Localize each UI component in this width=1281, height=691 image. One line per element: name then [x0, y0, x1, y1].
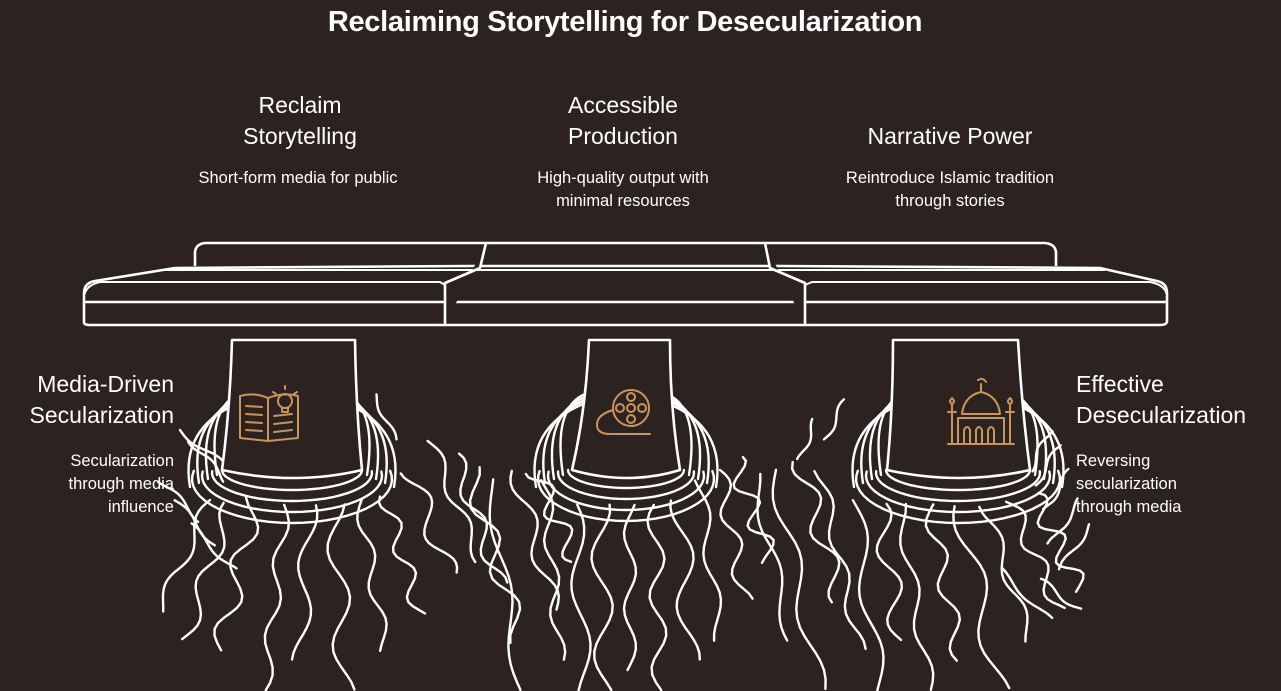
water-strand — [813, 470, 867, 650]
water-strand — [356, 498, 388, 652]
water-strand — [669, 499, 701, 661]
water-ripple — [1046, 497, 1079, 545]
right-heading: Effective Desecularization — [1076, 371, 1247, 428]
water-strand — [539, 479, 567, 661]
bridge-pillars — [220, 338, 1032, 480]
water-strand — [488, 478, 522, 691]
water-ripple — [375, 393, 398, 441]
pillar-ripples — [187, 393, 1065, 525]
ripple-curl — [542, 399, 585, 485]
ripple-ring — [220, 468, 364, 492]
ripple-ring — [884, 468, 1032, 492]
ripple-curl — [667, 402, 719, 489]
ripple-ring — [190, 469, 394, 525]
water-strand — [851, 499, 885, 691]
water-ripple — [822, 398, 846, 441]
ripple-curl — [550, 396, 585, 481]
water-ripple — [1057, 523, 1091, 571]
ripple-curl — [559, 393, 585, 477]
water-strand — [263, 503, 291, 691]
water-strand — [875, 502, 904, 642]
water-strand — [213, 496, 260, 652]
water-ripple — [1034, 444, 1062, 487]
water-strand — [646, 503, 668, 691]
pillar-right — [885, 338, 1032, 480]
water-strand — [978, 505, 1029, 643]
water-strand — [622, 503, 638, 672]
water-strand — [771, 468, 827, 691]
water-strand — [326, 503, 356, 691]
water-strand — [1004, 500, 1066, 610]
water-strand — [570, 503, 592, 691]
ripple-ring — [556, 470, 696, 501]
ripple-curl — [187, 402, 239, 489]
water-ripple — [190, 522, 238, 570]
bridge-deck — [82, 241, 1169, 327]
ripple-ring — [874, 470, 1042, 503]
ripple-ring — [566, 468, 686, 490]
ripple-ring — [854, 469, 1062, 525]
water-ripple — [1000, 566, 1054, 620]
water-ripple — [186, 440, 225, 483]
ripple-ring — [864, 470, 1052, 514]
ripple-curl — [1013, 399, 1056, 485]
deck-slab — [82, 264, 1169, 327]
ripple-curl — [1013, 402, 1065, 489]
water-strand — [590, 503, 614, 691]
ripple-curl — [667, 393, 693, 477]
water-strand — [509, 469, 561, 611]
water-strand — [457, 452, 509, 584]
water-strand — [756, 472, 789, 642]
page-title: Reclaiming Storytelling for Deseculariza… — [327, 6, 923, 38]
water-strand — [426, 439, 477, 564]
water-strand — [952, 505, 1011, 690]
film-reel-icon — [595, 389, 651, 435]
book-lightbulb-icon — [239, 385, 299, 442]
water-strand — [1036, 492, 1085, 593]
water-strand — [524, 472, 574, 563]
water-strand — [377, 495, 427, 615]
water-strand — [161, 498, 212, 613]
ripple-curl — [533, 402, 585, 489]
water-ripple — [1039, 577, 1083, 610]
pillar-desc-reclaim: Short-form media for public — [198, 169, 398, 187]
pillar-left — [220, 338, 364, 480]
pillar-desc-accessible: High-quality output with minimal resourc… — [537, 169, 709, 210]
pillar-heading-reclaim: Reclaim Storytelling — [243, 92, 357, 149]
pillar-center — [570, 338, 682, 480]
water-strand — [399, 472, 459, 574]
ripple-curl — [667, 399, 710, 485]
water-strand — [181, 501, 226, 641]
ripple-ring — [536, 469, 716, 523]
mosque-icon — [947, 377, 1015, 445]
water-strand — [924, 503, 962, 662]
deck-top-rail — [193, 241, 1058, 266]
pillar-heading-accessible: Accessible Production — [568, 92, 678, 149]
pillar-heading-narrative: Narrative Power — [867, 123, 1033, 149]
right-description: Reversing secularization through media — [1076, 452, 1182, 516]
left-heading: Media-Driven Secularization — [29, 371, 174, 428]
water-waves — [156, 393, 1091, 691]
ripple-ring — [200, 470, 384, 514]
water-strand — [790, 460, 841, 604]
water-strand — [468, 466, 522, 644]
water-ripple — [796, 417, 814, 461]
ripple-curl — [851, 402, 903, 489]
ripple-ring — [546, 470, 706, 512]
water-strand — [290, 504, 319, 661]
left-description: Secularization through media influence — [68, 452, 175, 516]
water-strand — [899, 502, 935, 691]
ripple-curl — [667, 396, 702, 481]
water-strand — [693, 479, 723, 642]
water-strand — [732, 456, 775, 564]
ripple-ring — [210, 470, 374, 503]
water-strand — [718, 468, 754, 600]
pillar-desc-narrative: Reintroduce Islamic tradition through st… — [845, 169, 1055, 210]
